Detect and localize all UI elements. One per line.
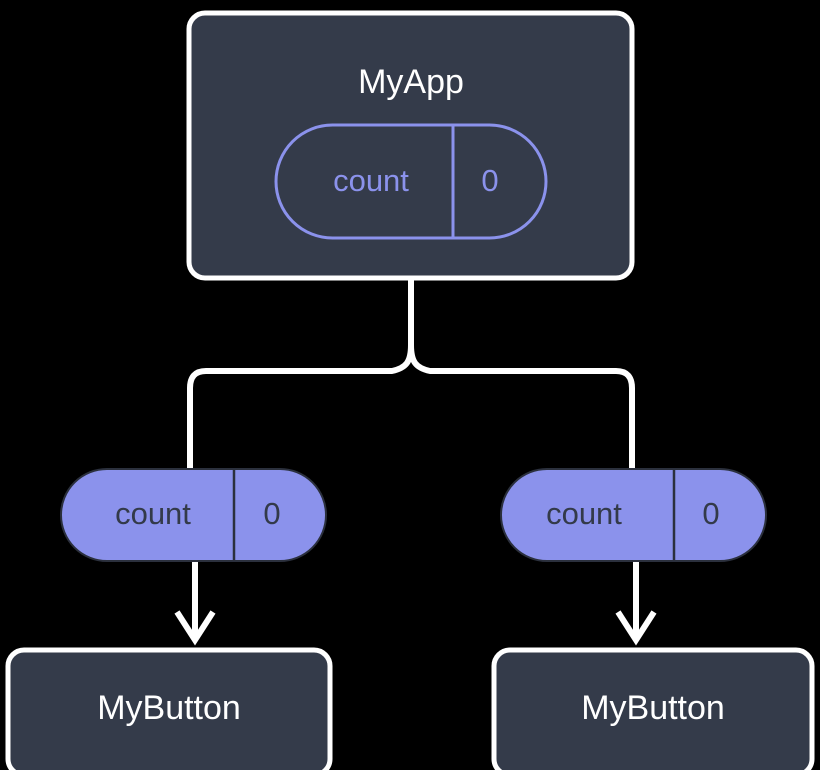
state-pill-root-outline[interactable] (274, 123, 548, 240)
state-pill-right-body[interactable] (500, 468, 767, 562)
node-myapp-label: MyApp (358, 63, 464, 101)
connector-branch-right (408, 344, 635, 470)
node-mybutton-left-card[interactable] (5, 647, 333, 770)
connector-group (174, 278, 657, 646)
state-pill-left-key: count (115, 496, 191, 531)
branch-left: count 0 MyButton (5, 468, 333, 770)
arrow-head-right-icon (615, 610, 657, 646)
state-pill-left-value: 0 (263, 496, 280, 531)
connector-branch-left (187, 344, 414, 470)
state-pill-root-key: count (333, 163, 409, 198)
state-pill-root[interactable]: count 0 (274, 123, 548, 240)
arrow-head-left-icon (174, 610, 216, 646)
node-mybutton-left-label: MyButton (97, 689, 241, 727)
state-pill-right-value: 0 (702, 496, 719, 531)
node-myapp-card[interactable] (186, 10, 635, 281)
state-pill-root-value: 0 (481, 163, 498, 198)
state-pill-right[interactable]: count 0 (500, 468, 767, 562)
node-mybutton-left[interactable]: MyButton (5, 647, 333, 770)
state-pill-left-body[interactable] (60, 468, 327, 562)
state-pill-right-key: count (546, 496, 622, 531)
branch-right: count 0 MyButton (491, 468, 815, 770)
node-mybutton-right[interactable]: MyButton (491, 647, 815, 770)
state-pill-left[interactable]: count 0 (60, 468, 327, 562)
node-mybutton-right-label: MyButton (581, 689, 725, 727)
node-mybutton-right-card[interactable] (491, 647, 815, 770)
node-myapp[interactable]: MyApp count 0 (186, 10, 635, 281)
